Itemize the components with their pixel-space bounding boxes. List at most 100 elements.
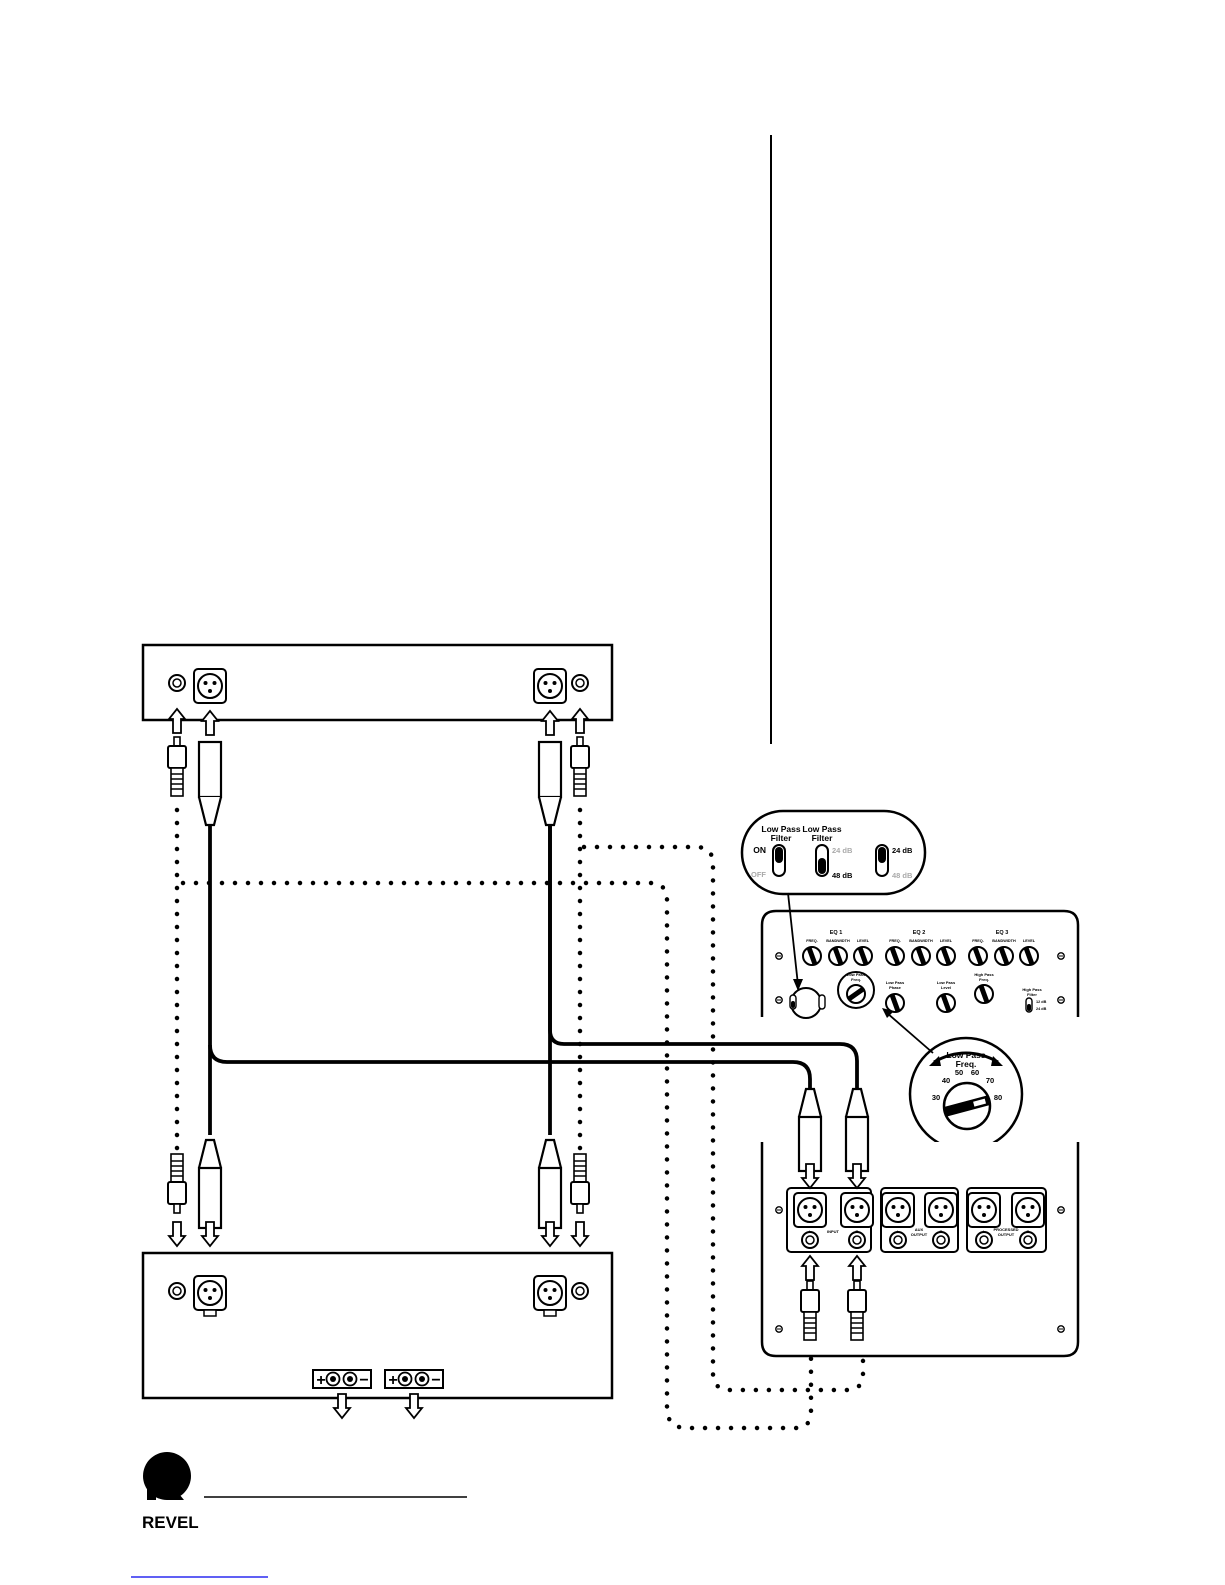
xlr-plug-source-right [537,740,563,827]
eq2-bandwidth-knob[interactable] [911,945,931,967]
rca-plug-amp-left [167,1153,187,1214]
eq3-label: EQ 3 [996,930,1009,936]
sub-rca-input-left [801,1231,819,1249]
source-xlr-out-right [533,668,567,704]
eq2-level-label: LEVEL [940,939,953,943]
lp-slope-b-48db-label: 48 dB [892,871,913,880]
processed-xlr-left [967,1192,1001,1228]
amp-xlr-in-left [193,1275,227,1317]
sub-input-label: INPUT [827,1229,840,1234]
hp-freq-knob[interactable] [974,983,994,1005]
eq1-freq-knob[interactable] [802,945,822,967]
lp-phase-knob[interactable] [885,992,905,1014]
sub-xlr-input-right [840,1192,874,1228]
lp-slope-switch-a[interactable] [815,844,829,877]
eq2-freq-knob[interactable] [885,945,905,967]
eq3-level-label: LEVEL [1023,939,1036,943]
eq3-level-knob[interactable] [1019,945,1039,967]
eq1-freq-label: FREQ. [806,939,818,943]
terminal-minus-left: − [359,1372,368,1389]
lp-freq-callout: Low Pass Freq. 30 40 50 60 70 80 [908,1036,1024,1152]
balanced-cables [208,825,859,1135]
lp-filter-title-2: Filter [771,833,792,843]
unbalanced-cables [174,807,866,1431]
subwoofer-control-panel: EQ 1 EQ 2 EQ 3 FREQ. BANDWIDTH LEVEL FRE… [760,909,1080,1019]
terminal-plus-left: + [316,1372,325,1389]
lp-phase-label-1: Low Pass [886,980,905,985]
lp-slope-switch-b[interactable] [875,844,889,877]
aux-rca-left [889,1231,907,1249]
lp-slope-a-24db-label: 24 dB [832,846,853,855]
lp-freq-callout-title-1: Low Pass [946,1050,985,1060]
eq1-bandwidth-label: BANDWIDTH [826,939,850,943]
rca-plug-sub-left [800,1280,820,1341]
lp-filter-switch[interactable] [772,844,786,877]
eq3-bandwidth-label: BANDWIDTH [992,939,1016,943]
eq3-bandwidth-knob[interactable] [994,945,1014,967]
lp-level-knob[interactable] [936,992,956,1014]
lp-filter-off-label: OFF [751,870,766,879]
lp-freq-scale-60: 60 [971,1068,979,1077]
hp-24db-label: 24 dB [1036,1007,1047,1011]
eq3-freq-knob[interactable] [968,945,988,967]
aux-label-2: OUTPUT [911,1232,928,1237]
xlr-plug-amp-right [537,1138,563,1230]
lp-freq-scale-70: 70 [986,1076,994,1085]
lp-slope-title-2: Filter [812,833,833,843]
processed-label-1: PROCESSED [993,1227,1018,1232]
lp-freq-callout-title-2: Freq. [956,1059,977,1069]
eq2-label: EQ 2 [913,930,926,936]
processed-rca-right [1019,1231,1037,1249]
lp-freq-label-2: Freq. [851,977,861,982]
revel-logo [143,1452,191,1500]
lp-phase-label-2: Phase [889,985,902,990]
lp-freq-scale-80: 80 [994,1093,1002,1102]
eq3-freq-label: FREQ. [972,939,984,943]
sub-rca-input-right [848,1231,866,1249]
xlr-plug-sub-right [844,1087,870,1173]
source-rca-out-left [168,674,186,692]
lp-freq-knob-large[interactable] [942,1081,992,1131]
eq1-label: EQ 1 [830,930,843,936]
xlr-plug-sub-left [797,1087,823,1173]
processed-xlr-right [1011,1192,1045,1228]
power-amplifier: + − + − [141,1251,614,1400]
lp-filter-on-label: ON [753,845,766,855]
lp-level-label-2: Level [941,985,951,990]
switch-callout: Low Pass Filter ON OFF Low Pass Filter 2… [740,809,927,896]
aux-xlr-left [881,1192,915,1228]
aux-xlr-right [924,1192,958,1228]
rca-plug-sub-right [847,1280,867,1341]
amp-rca-left-arrow-icon [168,1221,186,1247]
eq1-level-label: LEVEL [857,939,870,943]
brand-name: REVEL [142,1513,199,1532]
hp-12db-label: 12 dB [1036,1000,1047,1004]
xlr-plug-amp-left [197,1138,223,1230]
hp-filter-label-2: Filter [1027,992,1037,997]
lp-freq-scale-50: 50 [955,1068,963,1077]
lp-slope-switch-small[interactable] [818,994,826,1010]
speaker-terminals-right: + − [384,1369,444,1389]
processed-rca-left [975,1231,993,1249]
lp-level-label-1: Low Pass [937,980,956,985]
terminal-plus-right: + [388,1372,397,1389]
amp-rca-in-left [168,1282,186,1300]
hp-freq-label-1: High Pass [974,972,994,977]
subwoofer-input-panel: L INPUT R L AUX OUTPUT R L PROCESSED OUT… [760,1142,1080,1358]
terminal-minus-right: − [431,1372,440,1389]
source-xlr-out-left [193,668,227,704]
lp-freq-knob-small[interactable] [846,984,866,1004]
rotate-arc-icon [933,1051,999,1064]
aux-label-1: AUX [915,1227,924,1232]
lp-slope-b-24db-label: 24 dB [892,846,913,855]
eq2-freq-label: FREQ. [889,939,901,943]
eq1-bandwidth-knob[interactable] [828,945,848,967]
amp-rca-in-right [571,1282,589,1300]
eq2-level-knob[interactable] [936,945,956,967]
xlr-plug-source-left [197,740,223,827]
eq1-level-knob[interactable] [853,945,873,967]
lp-freq-scale-40: 40 [942,1076,950,1085]
lp-freq-scale-30: 30 [932,1093,940,1102]
switch-callout-pointer [787,892,803,991]
